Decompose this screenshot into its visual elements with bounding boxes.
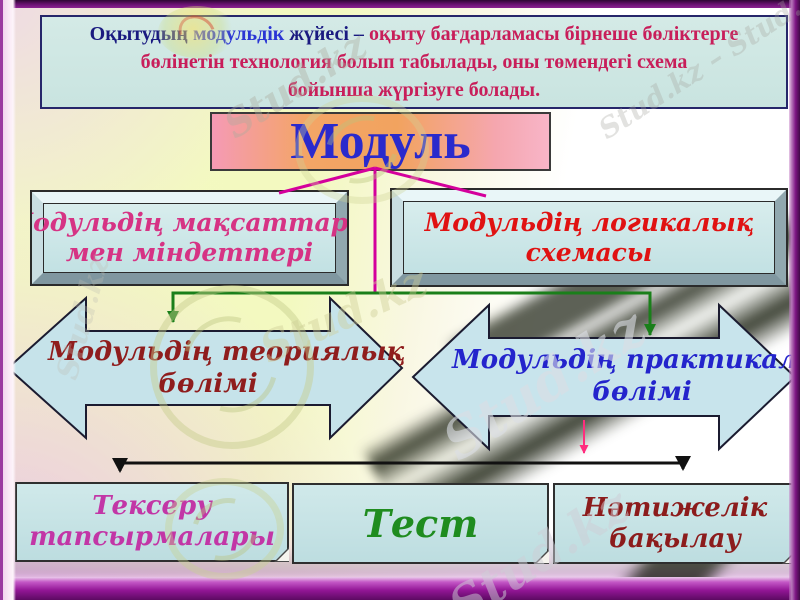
folded-corner-icon: [274, 547, 289, 562]
header-line-2: бөлінетін технология болып табылады, оны…: [140, 51, 688, 73]
logic-line-1: Модульдің логикалық: [424, 207, 754, 237]
right-frame-band: [789, 0, 800, 600]
header-line1-rest: оқыту бағдарламасы бірнеше бөліктерге: [368, 23, 739, 45]
result-control-line-2: бақылау: [609, 523, 741, 554]
left-frame-band: [0, 0, 16, 600]
module-title-label: Модуль: [290, 113, 471, 170]
test-line-1: Тест: [362, 501, 479, 546]
goals-line-1: Модульдің мақсаттары: [32, 208, 349, 237]
practice-line-2: бөлімі: [592, 377, 692, 407]
folded-corner-icon: [534, 549, 549, 564]
result-control-box: Нәтижелік бақылау: [553, 483, 797, 564]
top-frame-band: [0, 0, 800, 8]
logic-bevel-frame: [392, 190, 786, 285]
module-title-box: Модуль: [210, 112, 551, 171]
header-line-3: бойынша жүргізуге болады.: [287, 79, 541, 101]
theory-arrow-label: Модульдің теориялық бөлімі: [48, 336, 405, 400]
goals-bevel-box: Модульдің мақсаттары мен міндеттері: [30, 190, 349, 286]
goals-line-2: мен міндеттері: [65, 238, 314, 267]
practice-line-1: Модульдің практикалық: [452, 345, 800, 375]
header-text-box: Оқытудың модульдік жүйесі – оқыту бағдар…: [40, 15, 788, 109]
test-box: Тест: [292, 483, 549, 564]
logic-line-2: схемасы: [525, 237, 653, 267]
goals-bevel-panel: Модульдің мақсаттары мен міндеттері: [32, 203, 347, 273]
header-word-moduldik: модульдік: [192, 23, 290, 45]
bottom-frame-band: [0, 577, 800, 600]
result-control-line-1: Нәтижелік: [582, 492, 768, 523]
check-tasks-line-1: Тексеру: [92, 491, 212, 521]
theory-line-2: бөлімі: [158, 369, 258, 399]
logic-bevel-box: Модульдің логикалық схемасы: [390, 188, 788, 287]
practice-arrow-label: Модульдің практикалық бөлімі: [452, 344, 800, 408]
header-word-zhuyesi: жүйесі –: [289, 23, 369, 45]
logic-bevel-panel: Модульдің логикалық схемасы: [403, 201, 775, 274]
theory-line-1: Модульдің теориялық: [48, 337, 405, 367]
check-tasks-box: Тексеру тапсырмалары: [15, 482, 289, 562]
header-word-okytudyn: Оқытудың: [89, 23, 193, 45]
check-tasks-line-2: тапсырмалары: [29, 522, 275, 552]
header-line-1: Оқытудың модульдік жүйесі – оқыту бағдар…: [42, 20, 786, 48]
goals-bevel-frame: [32, 192, 347, 284]
